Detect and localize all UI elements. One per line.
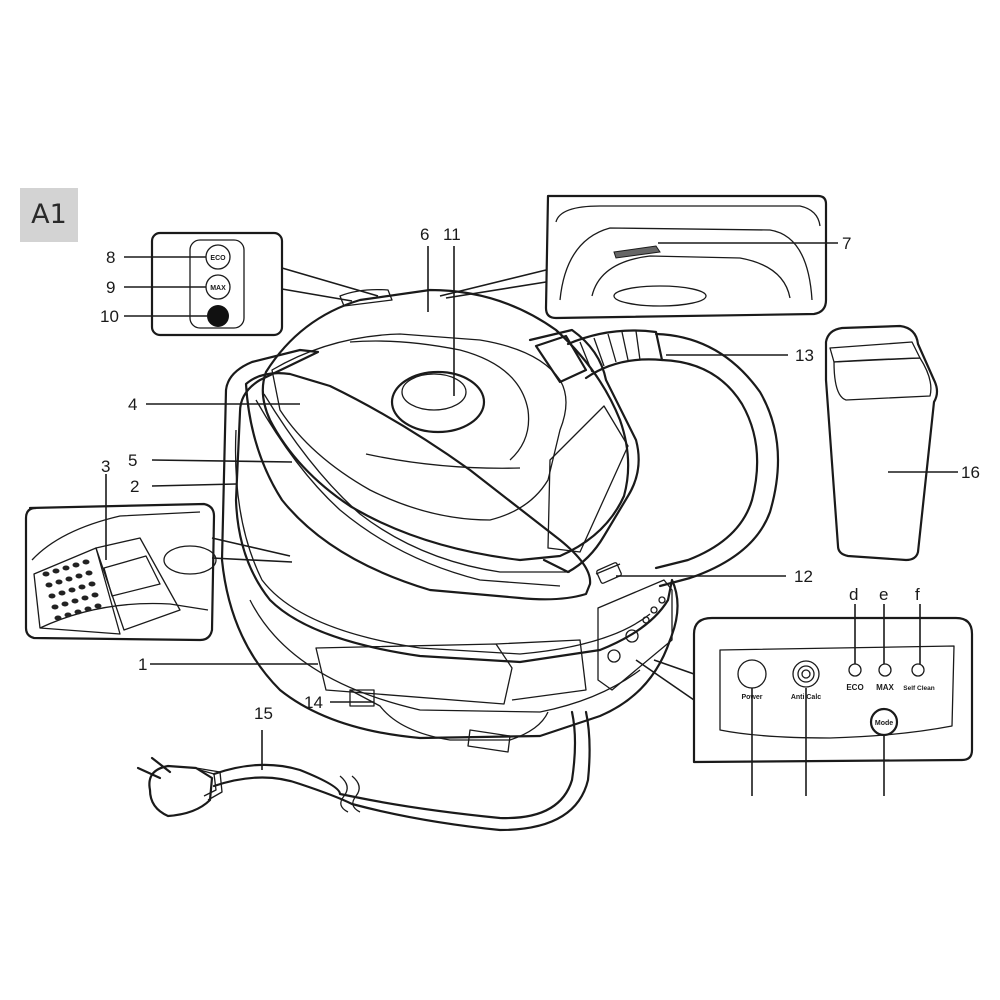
callout-14: 14	[304, 693, 323, 712]
steam-dial	[390, 370, 486, 434]
eco-label: ECO	[846, 683, 863, 692]
panel-letter-d: d	[849, 585, 858, 604]
steam-hose	[534, 329, 788, 588]
figure-tag-label: A1	[31, 199, 67, 230]
steam-hole	[51, 604, 59, 610]
steam-hole	[62, 565, 70, 571]
steam-hole	[85, 570, 93, 576]
steam-hole	[45, 582, 53, 588]
self-clean-label: Self Clean	[903, 685, 934, 692]
power-label: Power	[741, 694, 762, 701]
power-button	[737, 659, 767, 689]
self-clean-led	[911, 663, 925, 677]
callout-16: 16	[961, 463, 980, 482]
panel-letter-e: e	[879, 585, 888, 604]
figure-tag: A1	[20, 188, 78, 242]
soleplate-inset	[24, 474, 293, 642]
callout-labels: 1 2 3 4 5 6 7 8 9 10 11 12 13 14 15 16 d…	[100, 225, 980, 723]
removable-water-tank	[824, 324, 958, 562]
callout-8: 8	[106, 248, 115, 267]
steam-hole	[78, 584, 86, 590]
max-label: MAX	[876, 683, 894, 692]
button-inset: ECO MAX	[124, 231, 379, 337]
steam-hole	[58, 590, 66, 596]
steam-hole	[61, 601, 69, 607]
callout-10: 10	[100, 307, 119, 326]
panel-letter-f: f	[915, 585, 920, 604]
steam-hole	[75, 573, 83, 579]
steam-hole	[94, 603, 102, 609]
steam-hole	[72, 562, 80, 568]
steam-hole	[48, 593, 56, 599]
mode-label: Mode	[875, 720, 893, 727]
steam-hole	[91, 592, 99, 598]
iron	[244, 288, 640, 601]
callout-1: 1	[138, 655, 147, 674]
inset-max-label: MAX	[210, 285, 226, 292]
steam-hole	[84, 606, 92, 612]
steam-hole	[64, 612, 72, 618]
anti-calc-label: Anti Calc	[791, 694, 821, 701]
base-station	[220, 348, 679, 753]
steam-hole	[52, 568, 60, 574]
callout-5: 5	[128, 451, 137, 470]
steam-hole	[82, 559, 90, 565]
steam-hole	[74, 609, 82, 615]
anti-calc-button	[792, 660, 820, 688]
eco-led	[848, 663, 862, 677]
steam-hole	[65, 576, 73, 582]
inset-eco-label: ECO	[210, 255, 226, 262]
callout-7: 7	[842, 234, 851, 253]
power-button-icon	[207, 305, 229, 327]
max-led	[878, 663, 892, 677]
power-cord	[136, 710, 591, 832]
steam-hole	[71, 598, 79, 604]
steam-hole	[68, 587, 76, 593]
steam-hole	[88, 581, 96, 587]
callout-2: 2	[130, 477, 139, 496]
callout-6: 6	[420, 225, 429, 244]
steam-hole	[42, 571, 50, 577]
callout-3: 3	[101, 457, 110, 476]
callout-13: 13	[795, 346, 814, 365]
callout-15: 15	[254, 704, 273, 723]
callout-4: 4	[128, 395, 137, 414]
tank-inset	[439, 194, 838, 320]
steam-hole	[54, 615, 62, 621]
control-panel-inset: Power Anti Calc ECO MAX Self Clean Mode	[635, 604, 974, 796]
callout-11: 11	[443, 225, 461, 244]
callout-9: 9	[106, 278, 115, 297]
callout-12: 12	[794, 567, 813, 586]
steam-hole	[81, 595, 89, 601]
steam-hole	[55, 579, 63, 585]
